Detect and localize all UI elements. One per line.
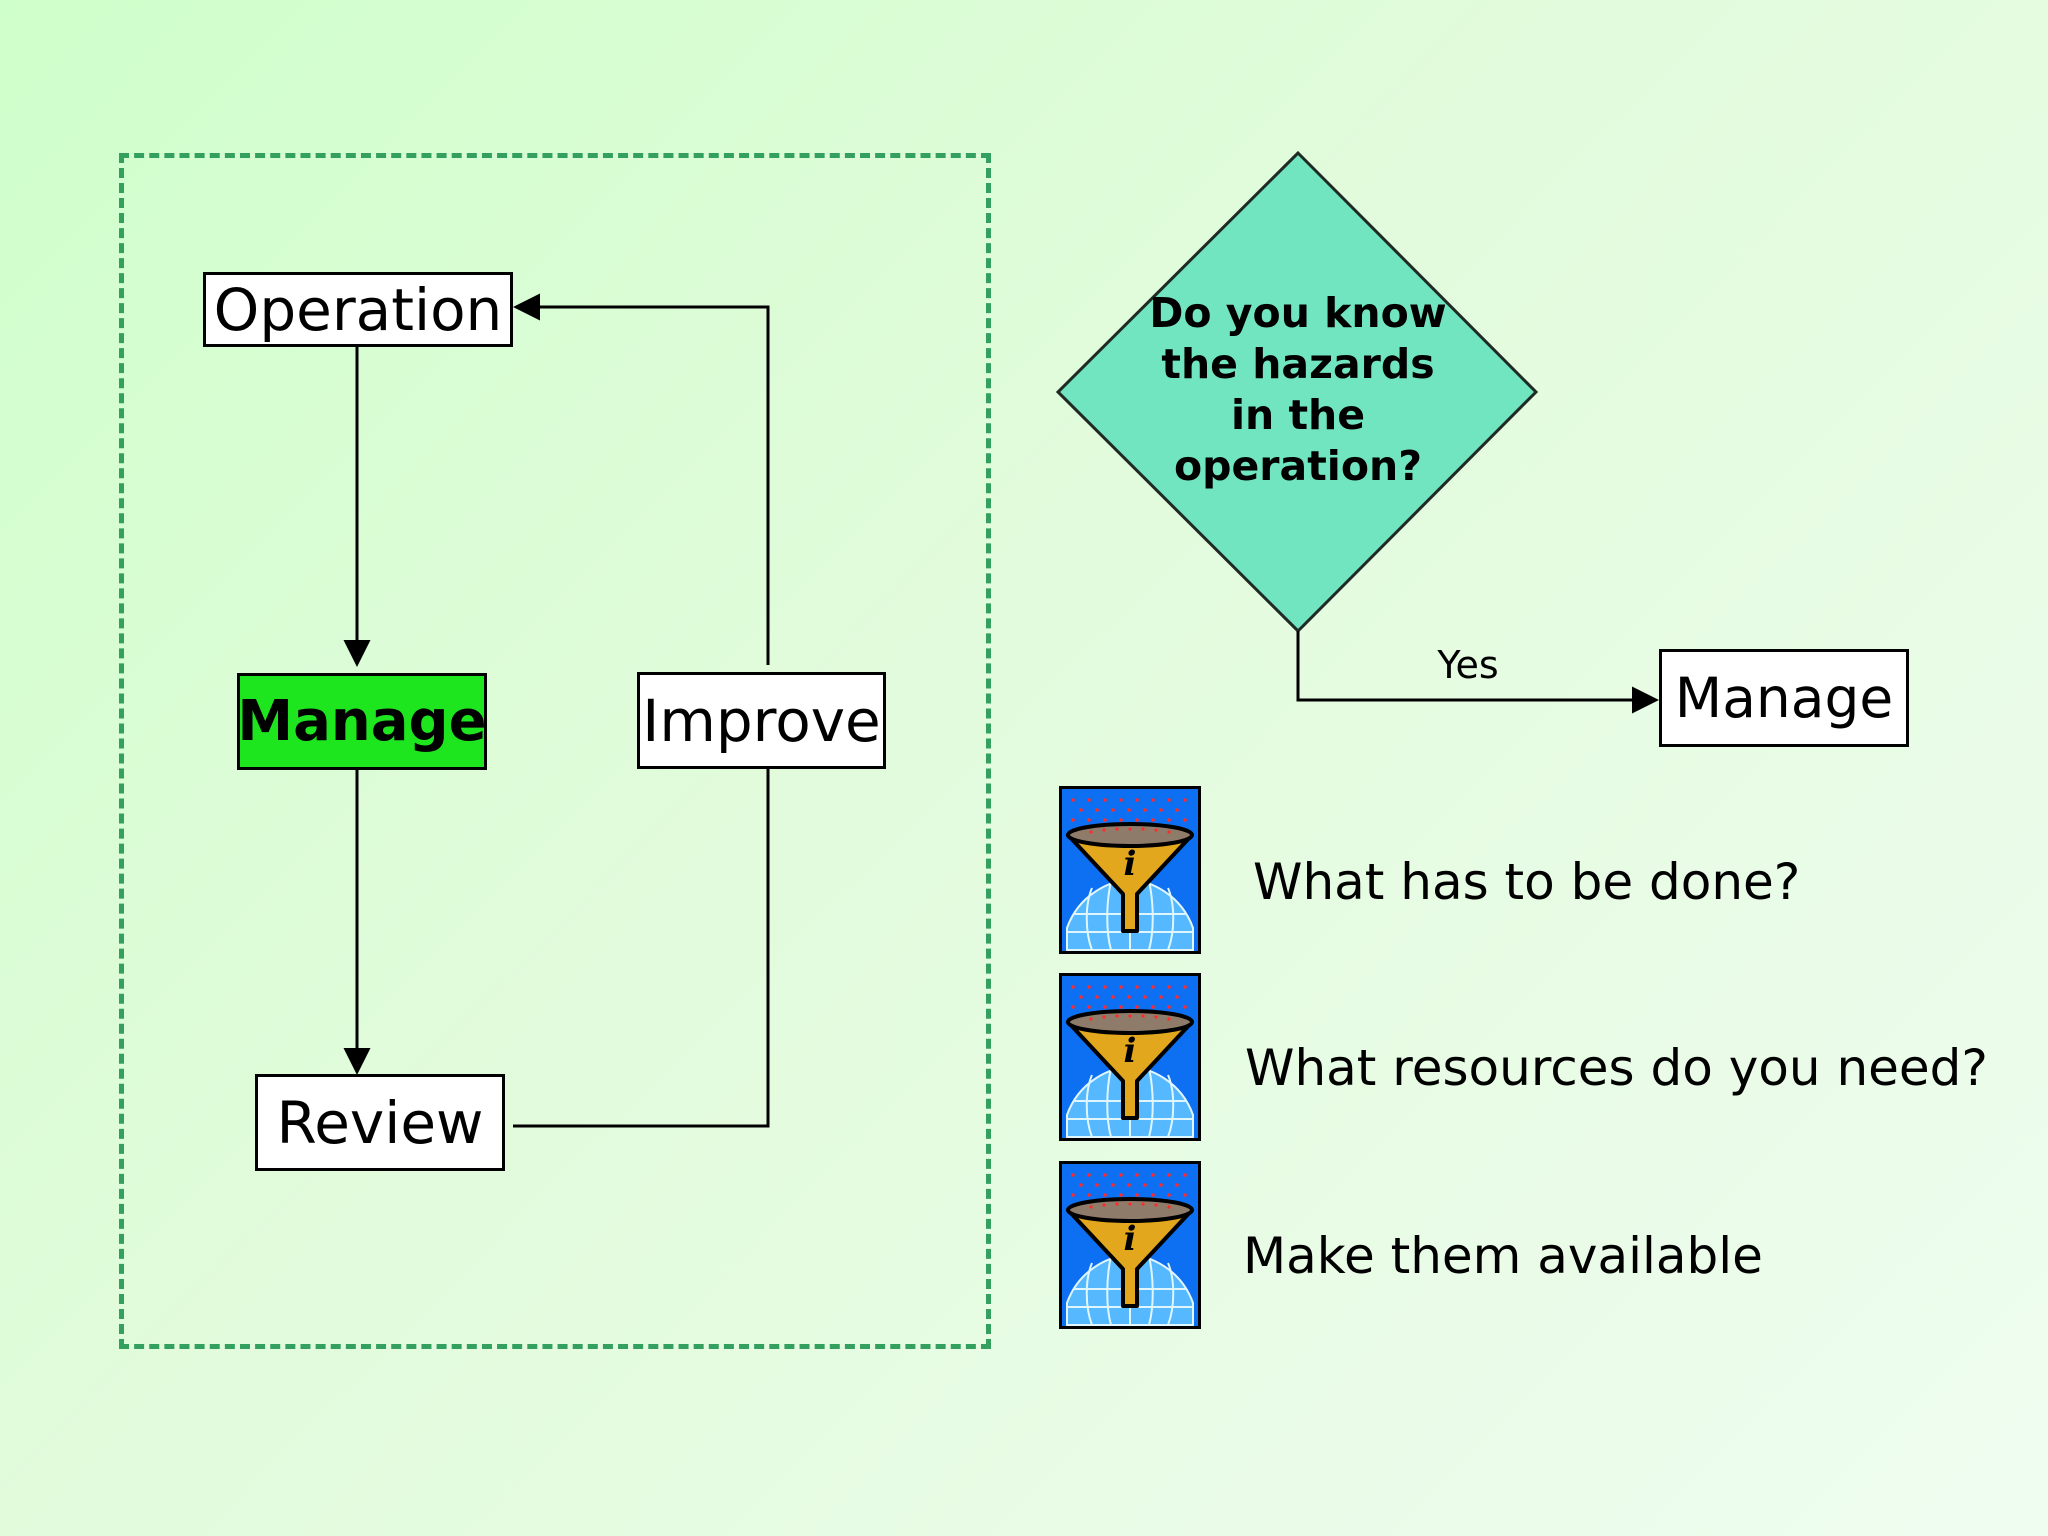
manage-outcome-label: Manage — [1674, 665, 1894, 730]
dashed-boundary — [119, 153, 991, 1349]
decision-question: Do you know the hazards in the operation… — [1100, 288, 1496, 492]
info-funnel-icon: i — [1059, 973, 1201, 1141]
manage-highlight-box: Manage — [237, 673, 487, 770]
manage-outcome-box: Manage — [1659, 649, 1909, 747]
question-make-available: Make them available — [1243, 1227, 1763, 1285]
info-funnel-icon: i — [1059, 1161, 1201, 1329]
review-label: Review — [276, 1088, 484, 1157]
decision-line: operation? — [1173, 442, 1422, 490]
yes-label: Yes — [1437, 643, 1499, 687]
svg-text:i: i — [1124, 844, 1137, 884]
decision-line: the hazards — [1161, 340, 1435, 388]
decision-line: in the — [1230, 391, 1366, 439]
question-resources-needed: What resources do you need? — [1245, 1039, 1988, 1097]
svg-text:i: i — [1124, 1031, 1137, 1071]
question-what-has-to-be-done: What has to be done? — [1253, 853, 1801, 911]
operation-box: Operation — [203, 272, 513, 347]
improve-box: Improve — [637, 672, 886, 769]
decision-line: Do you know — [1149, 289, 1447, 337]
svg-text:i: i — [1124, 1219, 1137, 1259]
info-funnel-icon: i — [1059, 786, 1201, 954]
review-box: Review — [255, 1074, 505, 1171]
manage-highlight-label: Manage — [237, 688, 487, 754]
operation-label: Operation — [213, 275, 503, 344]
improve-label: Improve — [642, 686, 881, 755]
